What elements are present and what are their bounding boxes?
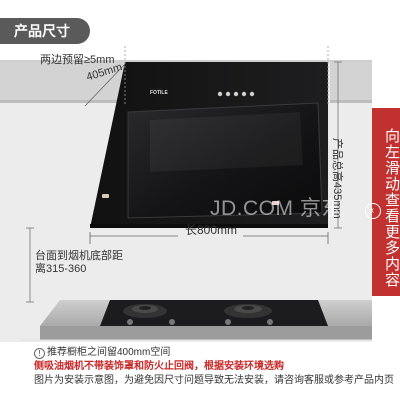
- section-title: 产品尺寸: [0, 18, 90, 44]
- swipe-left-label: 向左滑动查看更多内容: [383, 128, 400, 288]
- left-light: [102, 194, 109, 198]
- right-light: [272, 201, 279, 205]
- hob-distance-label: 台面到烟机底部距离315-360: [35, 250, 123, 275]
- width-label: 长800mm: [185, 223, 238, 237]
- control-buttons: [217, 91, 255, 97]
- right-cabinet: [330, 62, 372, 102]
- note-line-2: 侧吸油烟机不带装饰罩和防火止回阀，根据安装环境选购: [34, 361, 284, 372]
- swipe-left-tab[interactable]: 向左滑动查看更多内容 ‹: [365, 108, 400, 296]
- left-cabinet: [0, 62, 125, 102]
- watermark: JD.COM 京东: [210, 197, 343, 220]
- gas-cooktop: [100, 300, 328, 326]
- info-icon: !: [34, 348, 45, 359]
- brand-logo: FOTILE: [150, 90, 168, 96]
- hood-glass-panel: [127, 102, 323, 219]
- install-notes: !推荐橱柜之间留400mm空间 侧吸油烟机不带装饰罩和防火止回阀，根据安装环境选…: [34, 346, 394, 388]
- side-gap-label: 两边预留≥5mm: [40, 54, 115, 66]
- note-line-1: !推荐橱柜之间留400mm空间: [34, 346, 379, 360]
- note-line-3: 图片为安装示意图，为避免因尺寸问题导致无法安装，请咨询客服或参考产品内页: [34, 375, 394, 386]
- chevron-left-icon: ‹: [365, 203, 381, 219]
